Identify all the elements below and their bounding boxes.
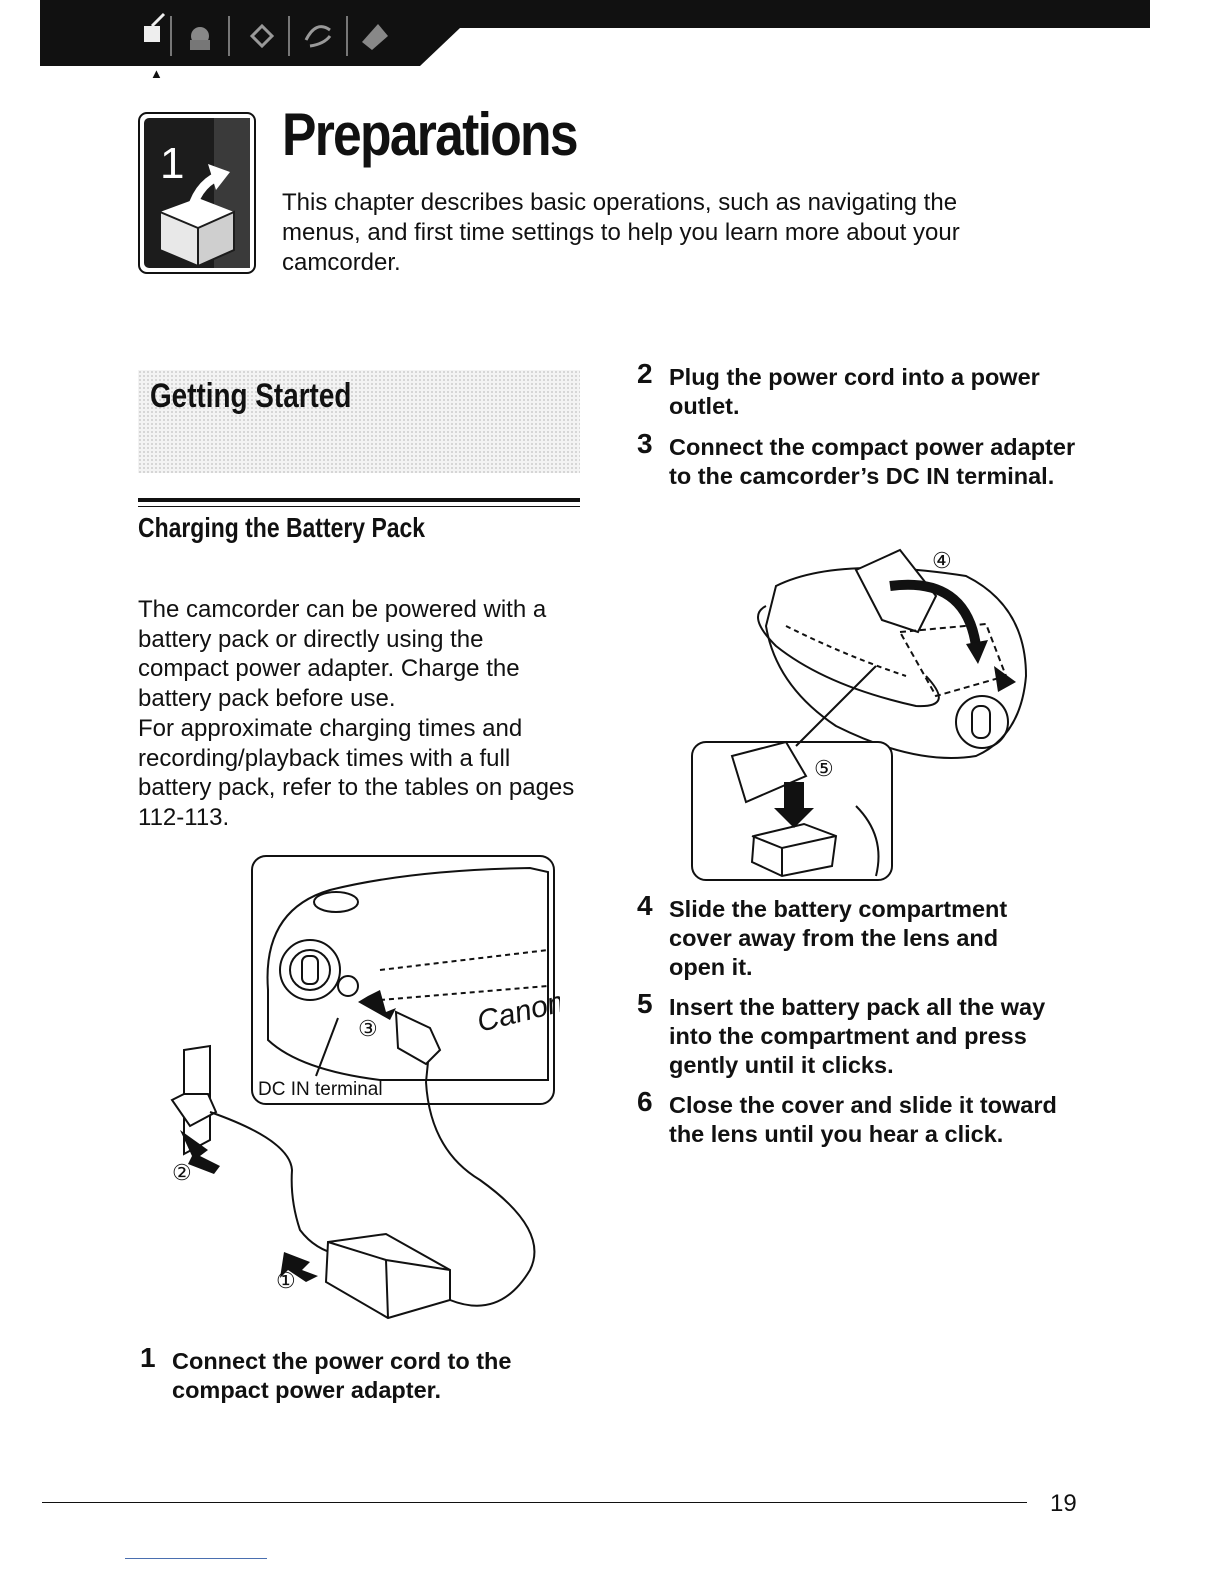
- step-text: Connect the power cord to the compact po…: [172, 1348, 512, 1403]
- subsection-title: Charging the Battery Pack: [138, 512, 426, 543]
- open-cover-arrow-icon: [966, 640, 988, 664]
- section-tab-strip: [40, 0, 460, 66]
- divider-thick: [138, 498, 580, 502]
- slide-arrow-icon: [994, 666, 1016, 692]
- step-number: 2: [637, 358, 653, 389]
- step-text: Plug the power cord into a power outlet.: [669, 364, 1040, 419]
- external-connections-icon[interactable]: [304, 25, 332, 48]
- marker-4: ④: [932, 548, 952, 573]
- section-header-band: [138, 370, 580, 473]
- box-with-arrow-icon: [159, 164, 235, 268]
- step-text: Insert the battery pack all the way into…: [669, 994, 1046, 1078]
- marker-2: ②: [172, 1160, 192, 1185]
- chapter-description: This chapter describes basic operations,…: [282, 189, 960, 276]
- additional-info-icon[interactable]: [362, 24, 388, 50]
- marker-1: ①: [276, 1268, 296, 1293]
- section-title: Getting Started: [150, 377, 352, 415]
- step-number: 4: [637, 890, 653, 921]
- preparations-icon[interactable]: [144, 12, 166, 42]
- footer-rule: [42, 1502, 1027, 1503]
- page-number: 19: [1050, 1490, 1077, 1517]
- plug-arrow-icon: [180, 1130, 220, 1174]
- adapter-arrow-icon: [280, 1252, 318, 1282]
- chapter-icon-box: 1: [138, 112, 256, 274]
- step-text: Slide the battery compartment cover away…: [669, 896, 1008, 980]
- step-text: Close the cover and slide it toward the …: [669, 1092, 1057, 1147]
- step-number: 3: [637, 428, 653, 459]
- charging-illustration: DC IN terminal Canon ③ ② ①: [170, 855, 560, 1320]
- step-number: 1: [140, 1342, 156, 1373]
- battery-insert-illustration: ④ ⑤: [691, 548, 1028, 881]
- marker-3: ③: [358, 1016, 378, 1041]
- step-number: 6: [637, 1086, 653, 1117]
- marker-5: ⑤: [814, 756, 834, 781]
- recording-icon[interactable]: [190, 27, 210, 50]
- current-section-marker: ▲: [150, 66, 163, 81]
- reference-paragraph: For approximate charging times and recor…: [138, 715, 575, 831]
- step-text: Connect the compact power adapter to the…: [669, 434, 1076, 489]
- step-number: 5: [637, 988, 653, 1019]
- chapter-number: 1: [160, 139, 184, 188]
- chapter-title: Preparations: [282, 101, 579, 168]
- dc-in-terminal-label: DC IN terminal: [258, 1079, 383, 1100]
- divider-thin: [138, 506, 580, 507]
- insert-arrow-icon: [774, 782, 814, 828]
- intro-paragraph: The camcorder can be powered with a batt…: [138, 596, 547, 712]
- footer-underline: [125, 1558, 267, 1559]
- playback-icon[interactable]: [249, 23, 275, 49]
